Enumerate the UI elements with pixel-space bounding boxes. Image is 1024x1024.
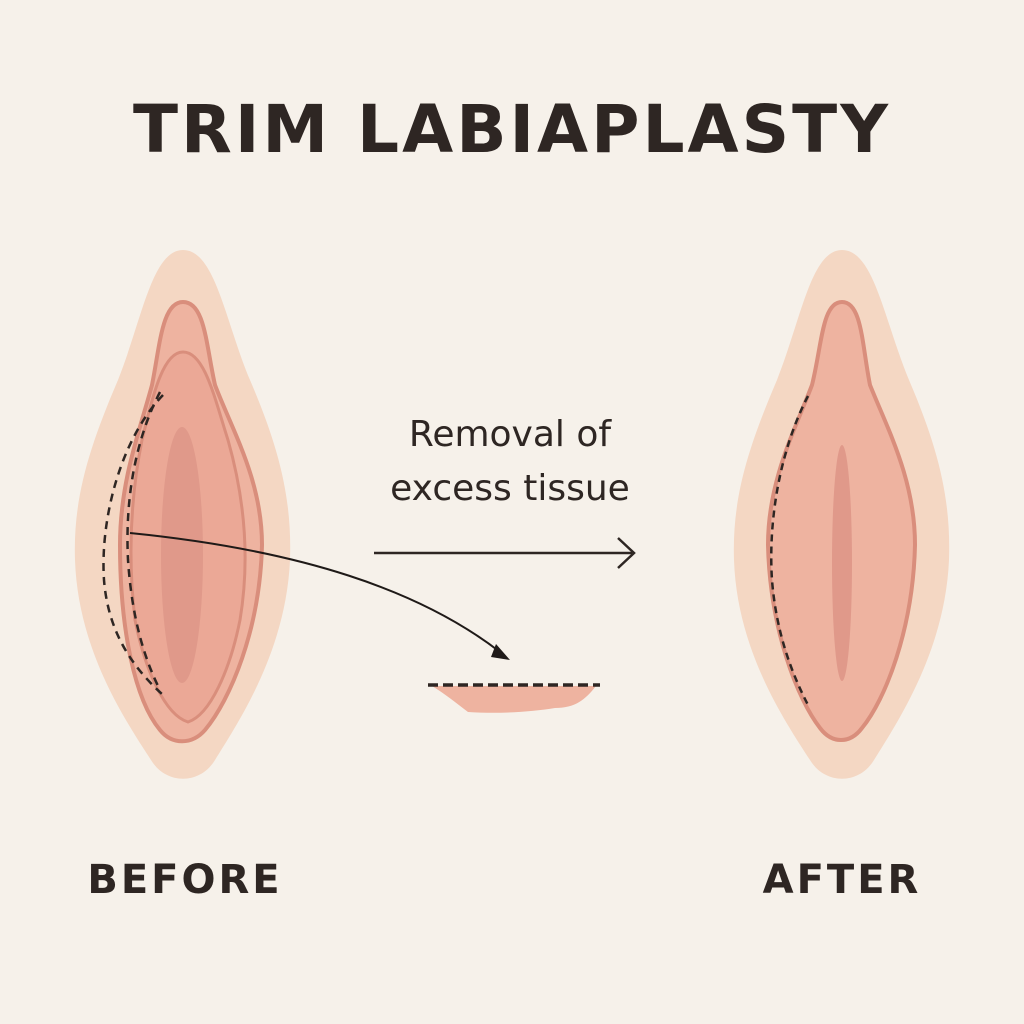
before-illustration	[74, 250, 291, 779]
excised-tissue-piece	[432, 686, 596, 713]
before-label: BEFORE	[87, 857, 282, 903]
after-label: AFTER	[763, 857, 922, 903]
caption-line1: Removal of	[409, 414, 612, 455]
process-arrow-head	[617, 537, 636, 569]
incision-line-inner	[126, 391, 162, 691]
suture-line	[770, 395, 810, 706]
diagram-title: TRIM LABIAPLASTY	[133, 91, 891, 168]
curved-arrow	[129, 532, 501, 653]
after-inner-opening	[832, 445, 852, 681]
after-illustration	[733, 250, 950, 779]
before-inner-opening	[161, 427, 203, 683]
excised-tissue	[428, 683, 600, 713]
caption-line2: excess tissue	[390, 468, 630, 509]
curved-arrow-head	[491, 644, 510, 660]
incision-line-outer	[102, 394, 164, 696]
